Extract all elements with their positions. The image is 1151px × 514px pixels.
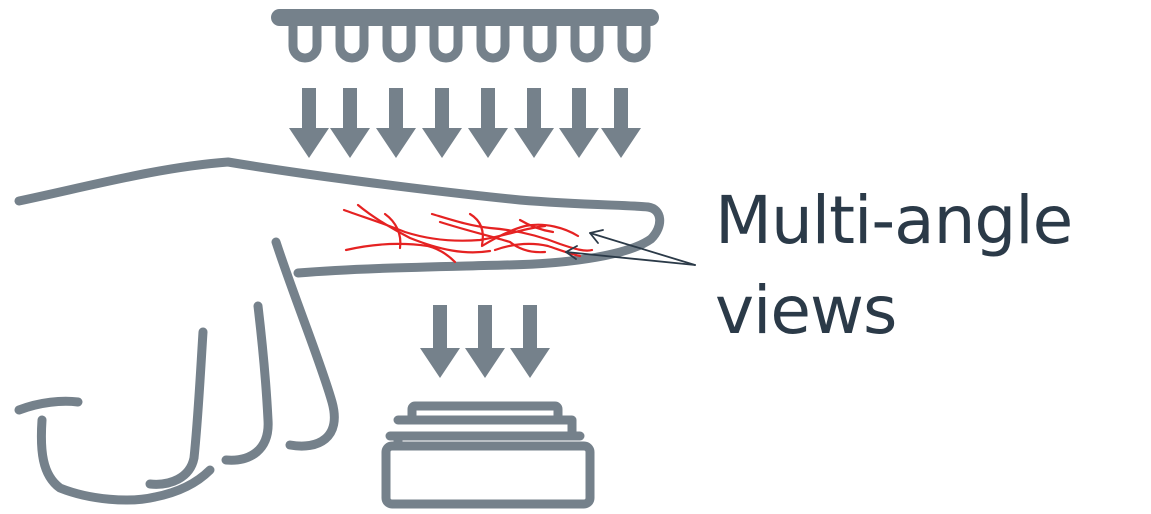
hand-outline-icon xyxy=(14,157,665,505)
arrow-down-icon xyxy=(420,305,460,378)
light-arrows-top xyxy=(289,88,641,158)
led-bulbs xyxy=(288,21,651,63)
finger-vein-pattern-icon xyxy=(342,203,594,264)
caption-line-1: Multi-angle xyxy=(715,182,1073,259)
arrow-down-icon xyxy=(510,305,550,378)
light-arrows-bottom xyxy=(420,305,550,378)
arrow-down-icon xyxy=(601,88,641,158)
arrow-head-icon xyxy=(589,229,604,244)
arrow-down-icon xyxy=(422,88,462,158)
arrow-down-icon xyxy=(465,305,505,378)
arrow-head-icon xyxy=(565,245,578,260)
arrow-down-icon xyxy=(559,88,599,158)
led-array-bar xyxy=(271,9,659,26)
arrow-down-icon xyxy=(330,88,370,158)
pointer-line-lower xyxy=(565,251,696,266)
multi-angle-views-label: Multi-angle views xyxy=(715,176,1145,356)
arrow-down-icon xyxy=(376,88,416,158)
pointer-line-upper xyxy=(589,232,696,266)
arrow-down-icon xyxy=(514,88,554,158)
arrow-down-icon xyxy=(289,88,329,158)
camera-lens-icon xyxy=(381,401,595,509)
pointer-arrows xyxy=(565,229,696,266)
caption-line-2: views xyxy=(715,272,897,349)
arrow-down-icon xyxy=(468,88,508,158)
led-array-icon xyxy=(271,9,659,63)
